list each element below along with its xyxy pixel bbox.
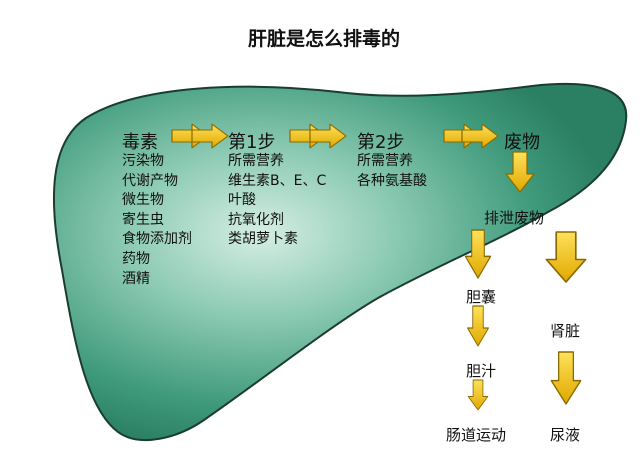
list-item: 寄生虫 — [122, 211, 164, 228]
excretion-label: 排泄废物 — [484, 209, 545, 227]
kidney-path-urine: 尿液 — [550, 426, 581, 444]
step2-list: 所需营养 各种氨基酸 — [357, 152, 427, 191]
bile-path-intestine: 肠道运动 — [446, 426, 507, 444]
list-item: 代谢产物 — [122, 172, 178, 189]
arrow-down-icon — [466, 305, 490, 347]
list-item: 药物 — [122, 250, 150, 267]
bile-path-bile: 胆汁 — [466, 362, 497, 380]
kidney-path-kidney: 肾脏 — [550, 322, 581, 340]
bile-path-gallbladder: 胆囊 — [466, 288, 497, 306]
waste-heading: 废物 — [504, 132, 540, 153]
list-item: 类胡萝卜素 — [228, 231, 298, 248]
toxins-list: 污染物 代谢产物 微生物 寄生虫 食物添加剂 药物 酒精 — [122, 152, 192, 289]
list-item: 污染物 — [122, 153, 164, 169]
list-item: 食物添加剂 — [122, 231, 192, 248]
list-item: 所需营养 — [357, 153, 413, 169]
step1-list: 所需营养 维生素B、E、C 叶酸 抗氧化剂 类胡萝卜素 — [228, 152, 326, 250]
arrow-down-icon — [550, 351, 582, 405]
step2-heading: 第2步 — [357, 132, 405, 153]
list-item: 抗氧化剂 — [228, 211, 284, 228]
list-item: 酒精 — [122, 270, 150, 287]
list-item: 维生素B、E、C — [228, 172, 327, 189]
toxins-heading: 毒素 — [122, 132, 158, 153]
step1-heading: 第1步 — [228, 132, 276, 153]
list-item: 叶酸 — [228, 192, 256, 209]
arrow-down-icon — [467, 379, 489, 411]
list-item: 所需营养 — [228, 153, 284, 169]
arrow-down-icon — [545, 231, 587, 283]
page-title: 肝脏是怎么排毒的 — [248, 28, 401, 50]
list-item: 各种氨基酸 — [357, 172, 427, 189]
list-item: 微生物 — [122, 192, 164, 209]
